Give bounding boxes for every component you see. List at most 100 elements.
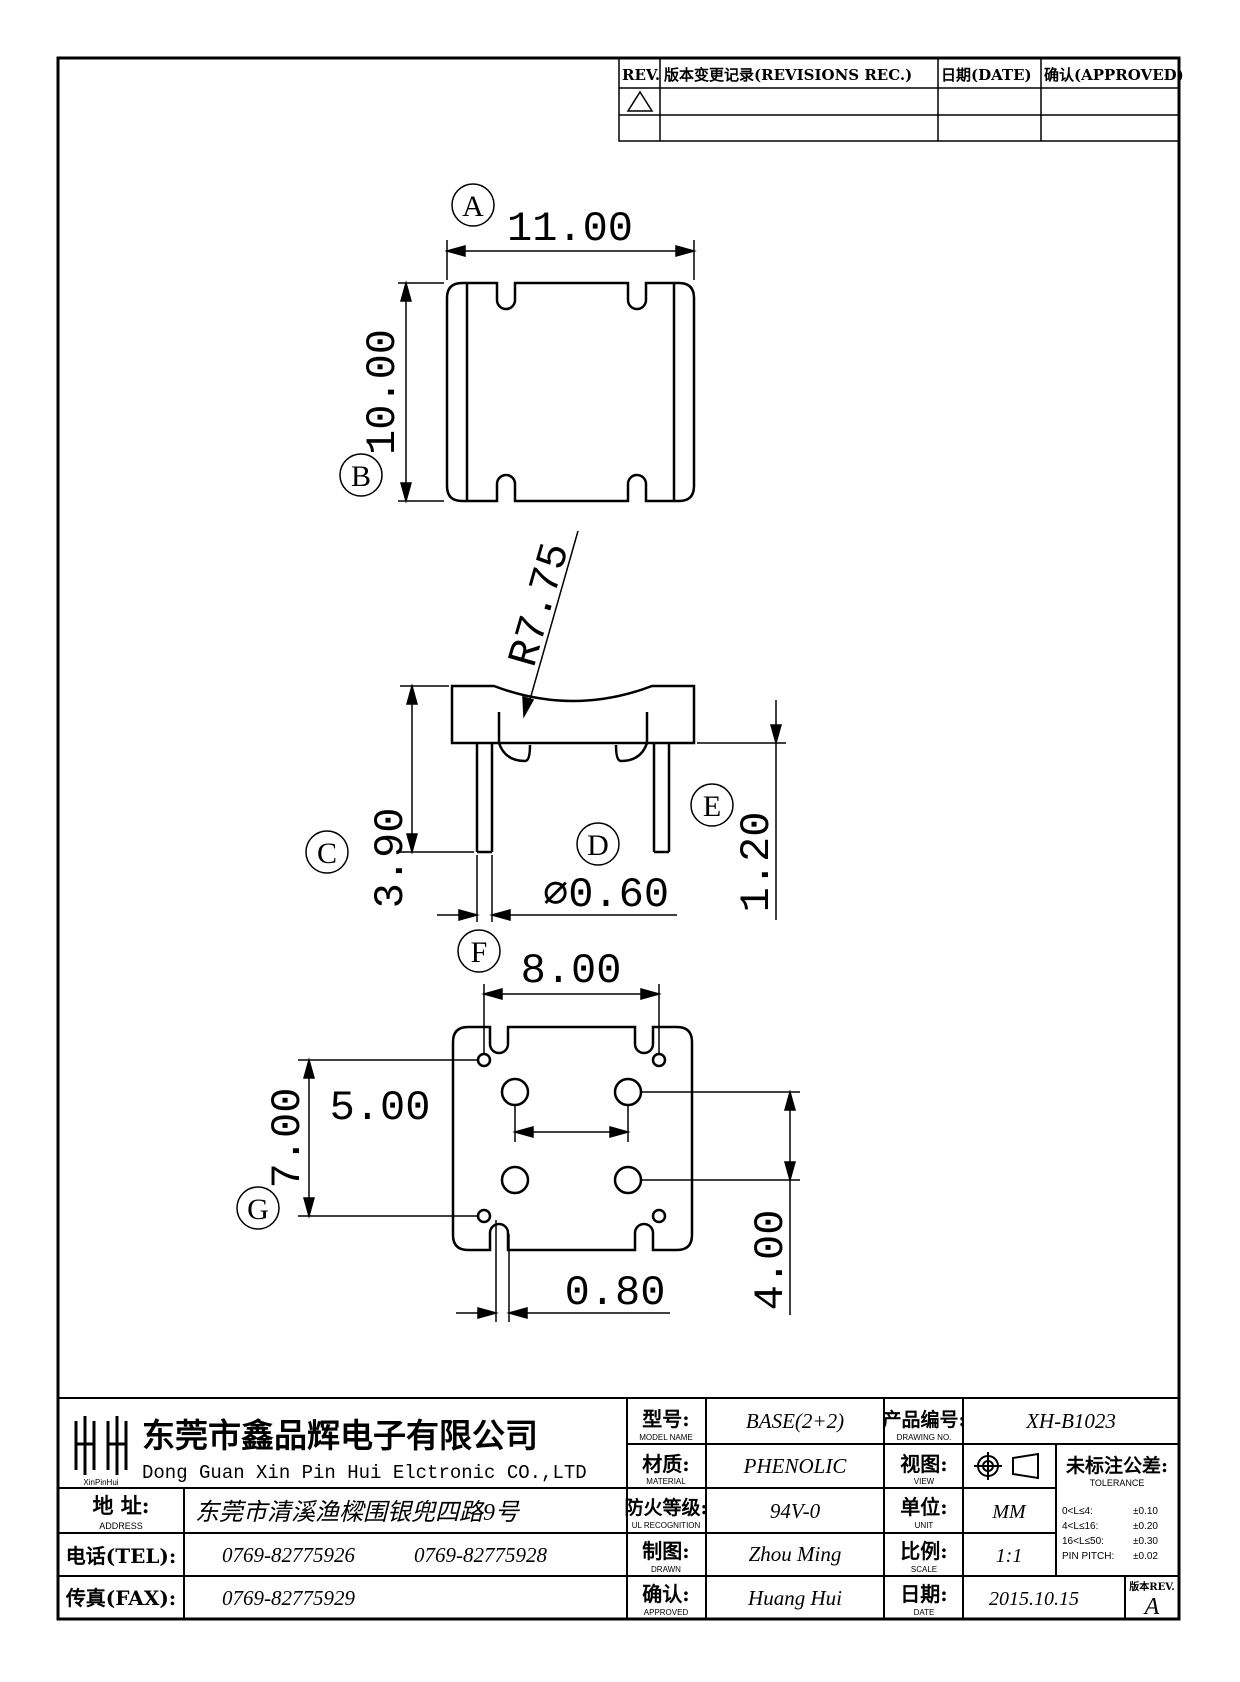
material-label-en: MATERIAL	[646, 1477, 686, 1486]
width-dimension-value: 11.00	[507, 205, 633, 253]
callout-a-letter: A	[462, 190, 484, 223]
pitch-x-dimension-value: 8.00	[521, 947, 622, 995]
overall-height-dimension-value: 3.90	[367, 808, 415, 909]
fire-rating-label-en: UL RECOGNITION	[632, 1521, 701, 1530]
approved-label: 确认:	[642, 1582, 689, 1606]
drawing-no-label-en: DRAWING NO.	[897, 1433, 952, 1442]
tel-value-1: 0769-82775926	[222, 1543, 355, 1567]
material-value: PHENOLIC	[743, 1454, 848, 1478]
view-label: 视图:	[900, 1452, 947, 1476]
height-dimension-value: 10.00	[359, 329, 407, 455]
approved-header: 确认(APPROVED)	[1044, 66, 1184, 84]
company-name-en: Dong Guan Xin Pin Hui Elctronic CO.,LTD	[142, 1462, 587, 1484]
tolerance-value: ±0.20	[1133, 1521, 1158, 1532]
callout-f-letter: F	[471, 936, 488, 969]
dimension-height	[398, 280, 444, 504]
top-view	[445, 281, 696, 503]
dimension-inner-x	[512, 1105, 631, 1142]
dimension-inner-y	[641, 1089, 800, 1315]
inner-y-dimension-value: 4.00	[747, 1210, 795, 1311]
tolerance-value: ±0.30	[1133, 1536, 1158, 1547]
model-value: BASE(2+2)	[746, 1409, 844, 1433]
title-block	[57, 1397, 1180, 1620]
callout-a: A	[451, 183, 495, 227]
tolerance-range: 16<L≤50:	[1062, 1536, 1104, 1547]
company-name-cn: 东莞市鑫品辉电子有限公司	[142, 1416, 538, 1455]
fire-rating-value: 94V-0	[770, 1499, 821, 1523]
callout-c-letter: C	[317, 837, 337, 870]
projection-symbol-icon	[974, 1452, 1039, 1480]
base-height-dimension-value: 1.20	[733, 812, 781, 913]
revisions-header: 版本变更记录(REVISIONS REC.)	[664, 66, 912, 84]
callout-b-letter: B	[351, 460, 371, 493]
dimension-edge	[456, 1220, 670, 1322]
revision-table	[618, 57, 1180, 142]
address-label: 地 址:	[92, 1493, 149, 1518]
radius-dimension-value: R7.75	[500, 538, 581, 672]
side-view	[450, 684, 696, 854]
callout-b: B	[339, 453, 383, 497]
unit-value: MM	[991, 1501, 1027, 1523]
address-value: 东莞市清溪渔樑围银兜四路9号	[195, 1499, 521, 1526]
drawn-label: 制图:	[642, 1539, 689, 1563]
tolerance-value: ±0.10	[1133, 1506, 1158, 1517]
rev-header: REV.	[622, 66, 660, 84]
unit-label-en: UNIT	[915, 1521, 934, 1530]
dimension-width	[444, 240, 697, 280]
tolerance-value: ±0.02	[1133, 1551, 1158, 1562]
model-label-en: MODEL NAME	[639, 1433, 693, 1442]
callout-g-letter: G	[247, 1193, 269, 1226]
fire-rating-label: 防火等级:	[624, 1496, 707, 1519]
drawing-no-value: XH-B1023	[1025, 1409, 1116, 1433]
model-label: 型号:	[642, 1407, 689, 1431]
drawing-no-label: 产品编号:	[882, 1408, 965, 1431]
inner-x-dimension-value: 5.00	[330, 1084, 431, 1132]
unit-label: 单位:	[900, 1495, 947, 1519]
edge-dimension-value: 0.80	[565, 1269, 666, 1317]
callout-g: G	[236, 1186, 280, 1230]
rev-label: 版本REV.	[1129, 1580, 1174, 1593]
tel-label: 电话(TEL):	[66, 1544, 177, 1568]
callout-e-letter: E	[703, 790, 721, 823]
fax-value: 0769-82775929	[222, 1586, 355, 1610]
dimension-pin-diameter	[437, 855, 677, 922]
drawn-label-en: DRAWN	[651, 1565, 681, 1574]
date-value: 2015.10.15	[989, 1588, 1079, 1610]
dimension-base-height	[697, 700, 786, 920]
tolerance-range: PIN PITCH:	[1062, 1551, 1114, 1562]
rev-value: A	[1143, 1594, 1160, 1620]
dimension-pitch-x	[481, 984, 662, 1054]
tolerance-label-en: TOLERANCE	[1090, 1478, 1145, 1488]
scale-label: 比例:	[900, 1539, 947, 1563]
approved-value: Huang Hui	[747, 1586, 842, 1610]
date-label: 日期:	[900, 1582, 947, 1606]
dimension-pitch-y	[298, 1057, 477, 1219]
address-label-en: ADDRESS	[99, 1521, 143, 1531]
pin-diameter-dimension-value: ⌀0.60	[543, 871, 669, 919]
date-label-en: DATE	[914, 1608, 935, 1617]
scale-value: 1:1	[996, 1545, 1023, 1567]
view-label-en: VIEW	[914, 1477, 935, 1486]
material-label: 材质:	[642, 1452, 689, 1476]
date-header: 日期(DATE)	[941, 66, 1032, 84]
tolerance-label: 未标注公差:	[1065, 1454, 1168, 1477]
tolerance-range: 4<L≤16:	[1062, 1521, 1098, 1532]
callout-e: E	[690, 783, 734, 827]
scale-label-en: SCALE	[911, 1565, 937, 1574]
logo-caption: XinPinHui	[83, 1478, 118, 1487]
pitch-y-dimension-value: 7.00	[264, 1088, 312, 1189]
dimension-overall-height	[400, 683, 474, 855]
bottom-view	[451, 1025, 694, 1252]
callout-d: D	[576, 822, 620, 866]
revision-triangle-icon	[626, 90, 654, 112]
tel-value-2: 0769-82775928	[414, 1543, 547, 1567]
callout-d-letter: D	[587, 829, 609, 862]
callout-c: C	[305, 830, 349, 874]
radius-leader	[522, 530, 579, 719]
tolerance-range: 0<L≤4:	[1062, 1506, 1093, 1517]
company-logo	[74, 1416, 128, 1475]
callout-f: F	[457, 929, 501, 973]
approved-label-en: APPROVED	[644, 1608, 689, 1617]
drawn-value: Zhou Ming	[749, 1542, 842, 1566]
